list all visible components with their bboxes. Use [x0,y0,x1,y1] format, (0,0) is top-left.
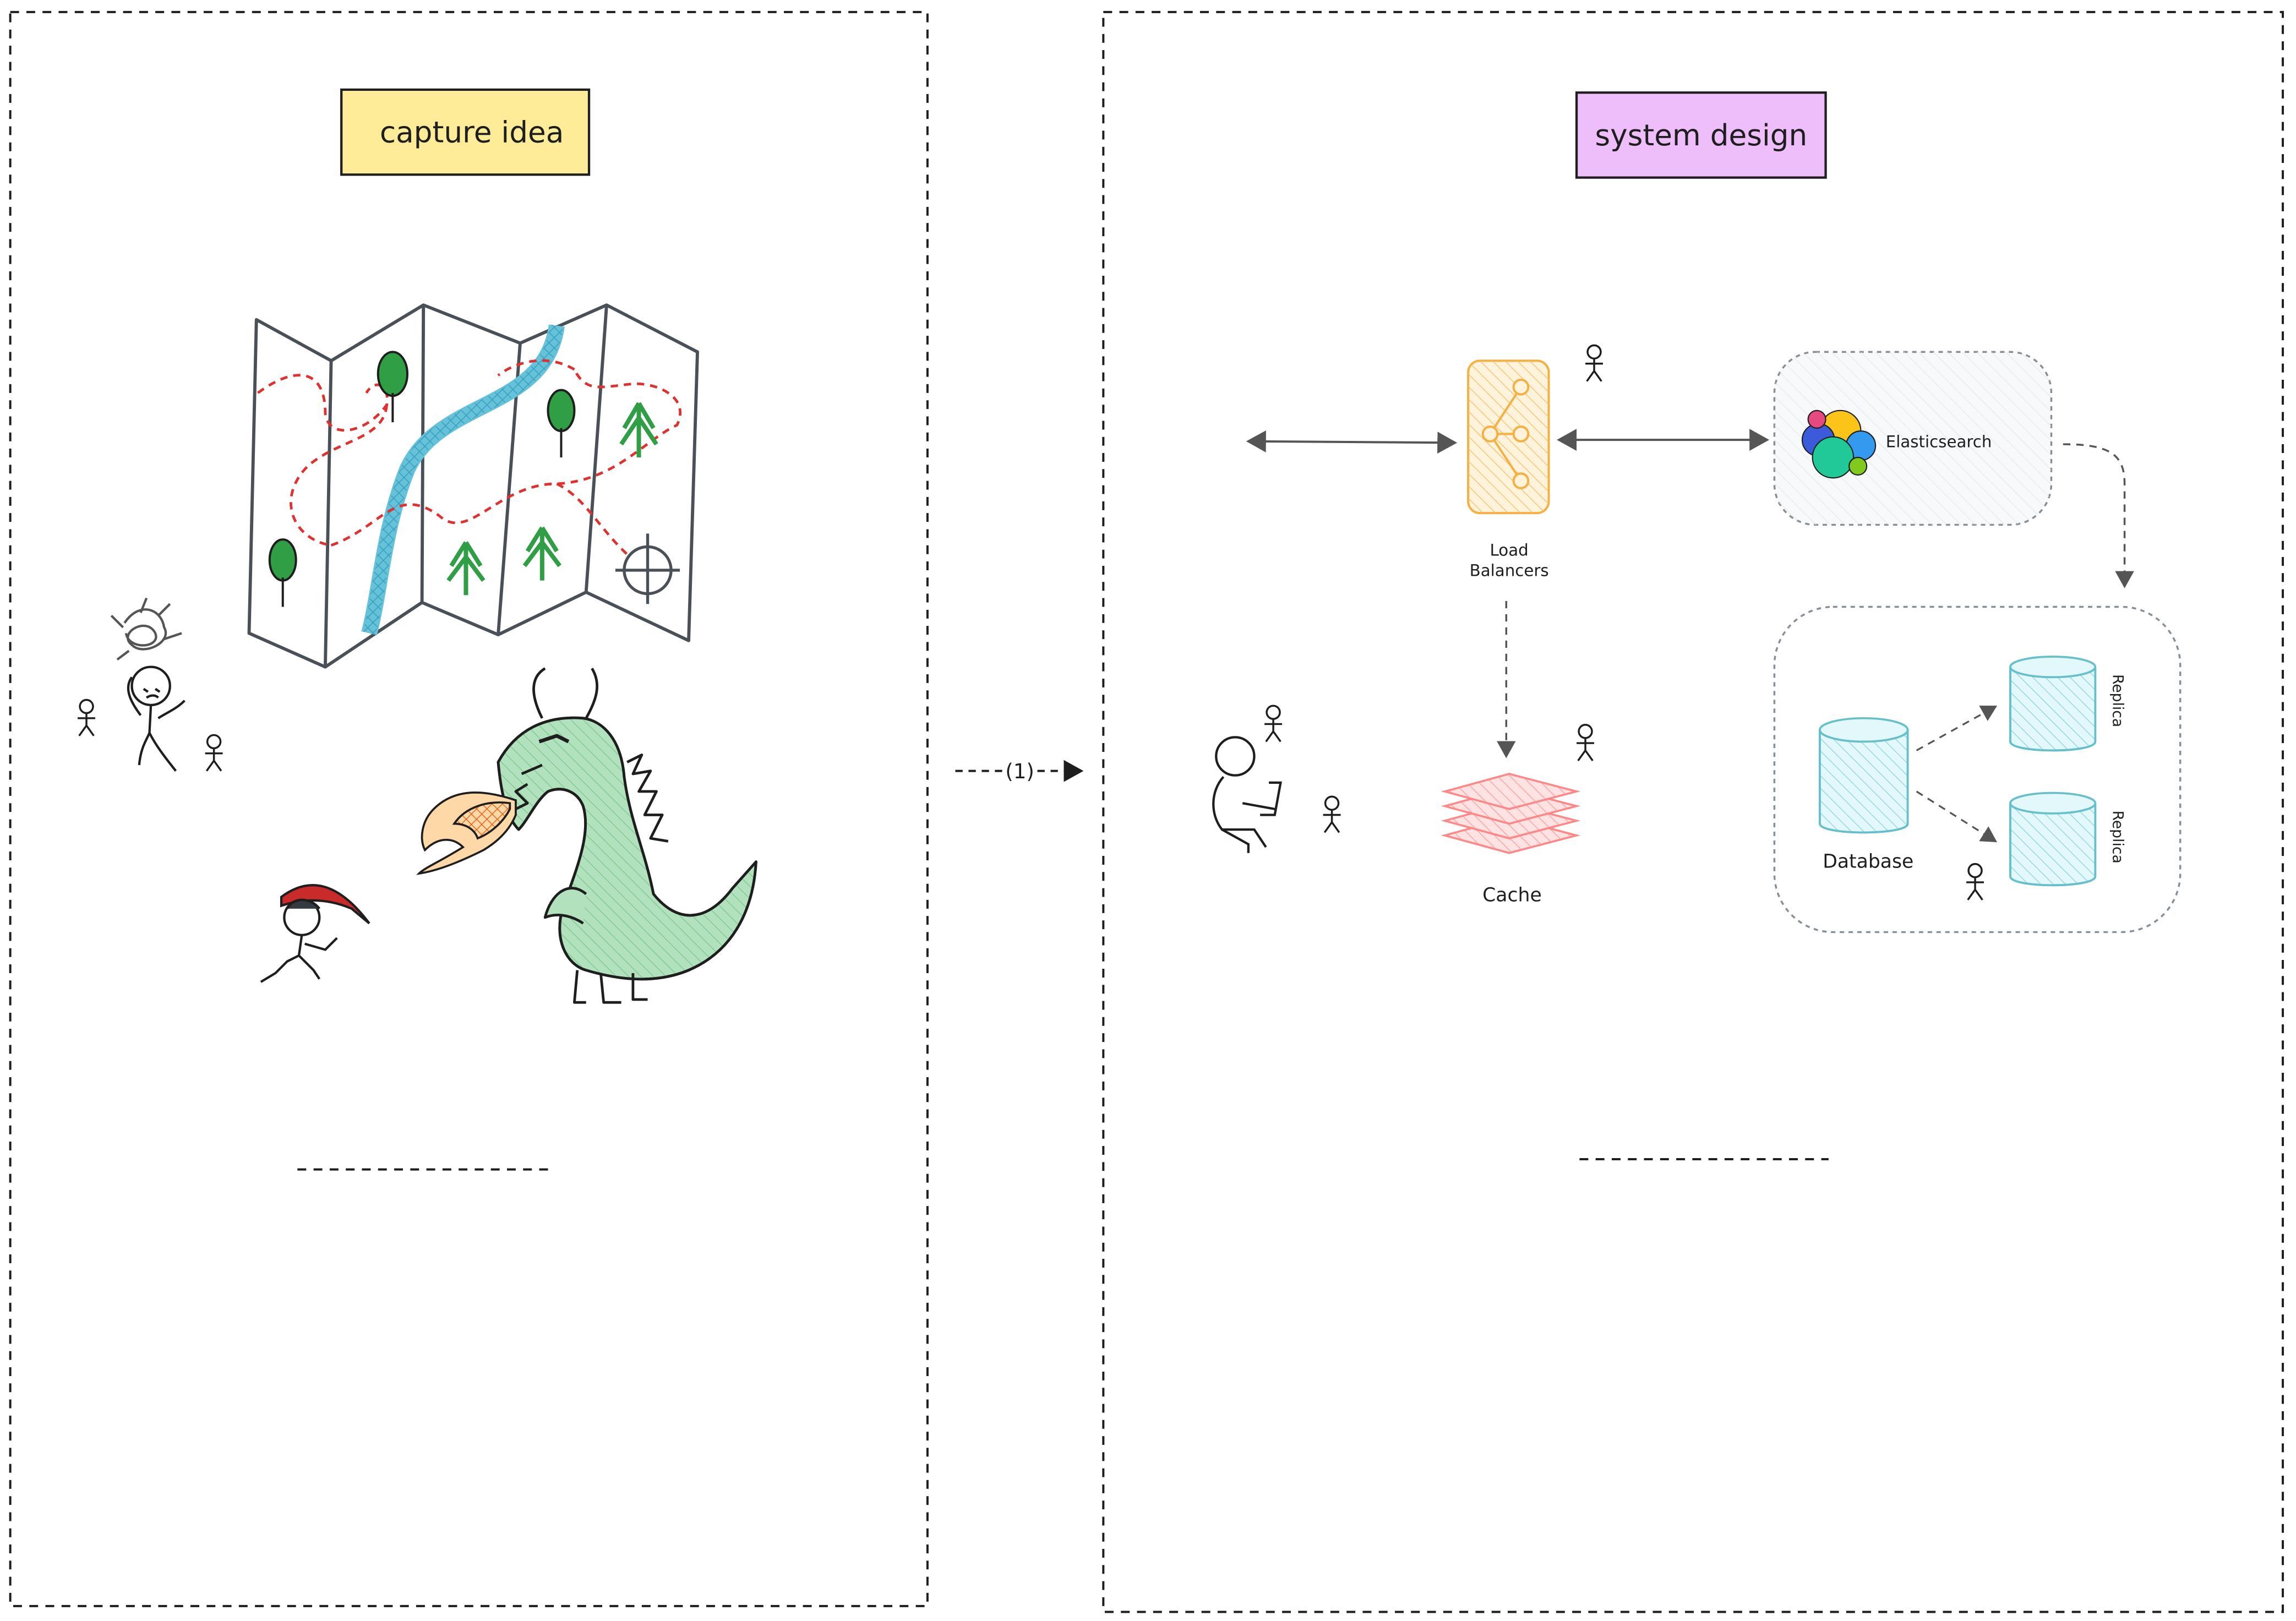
database-cylinder-icon [1819,717,1909,834]
elasticsearch-node: Elasticsearch [1773,351,2053,526]
stick-figure-icon [205,734,223,772]
load-balancer-label-line2: Balancers [1470,561,1549,580]
db-replica-arrow-top [1916,705,1998,751]
replica-label-bottom: Replica [2109,811,2126,864]
confused-person-icon [110,597,186,772]
elasticsearch-logo-icon [1801,410,1877,479]
elasticsearch-label: Elasticsearch [1886,432,1992,451]
dragon-icon [497,667,757,1004]
stick-figure-icon [1966,863,1984,900]
load-balancer-label-line1: Load [1490,541,1529,559]
stick-figure-icon [1585,344,1603,382]
system-design-title-bg [1575,91,1827,179]
cache-stack-icon [1441,773,1580,854]
es-db-arrow [2063,443,2134,588]
connector-label: (1) [1005,759,1034,783]
system-design-title-text: system design [1595,118,1807,152]
capture-idea-title-text: capture idea [380,116,564,150]
cache-label: Cache [1482,885,1542,907]
map-tree-icons [268,351,658,607]
database-cluster: Database Replica Replica [1773,605,2182,934]
knight-with-shield-icon [260,883,370,983]
laptop-person-icon [1212,736,1282,853]
database-label: Database [1823,850,1913,872]
replica-cylinder-icon [2009,656,2097,752]
system-design-title: system design [1575,91,1827,179]
load-balancer-icon [1467,359,1550,515]
stick-figure-icon [1264,705,1283,743]
capture-idea-title: capture idea [340,88,591,176]
fire-icon [416,792,517,875]
stick-figure-icon [1323,795,1341,833]
left-frame-border [9,10,929,1607]
frame-connector: (1) [955,759,1084,783]
right-frame: system design Load Balancers [1102,10,2284,1613]
stick-figure-icon [1577,724,1595,762]
left-frame: capture idea [9,10,929,1607]
db-replica-arrow-bottom [1916,790,1998,843]
map-icon [247,303,699,669]
capture-idea-title-bg [340,88,591,176]
replica-cylinder-icon [2009,792,2097,887]
replica-label-top: Replica [2109,674,2126,727]
client-lb-arrow [1246,430,1458,454]
right-frame-border [1102,10,2284,1613]
stick-figure-icon [78,698,96,736]
